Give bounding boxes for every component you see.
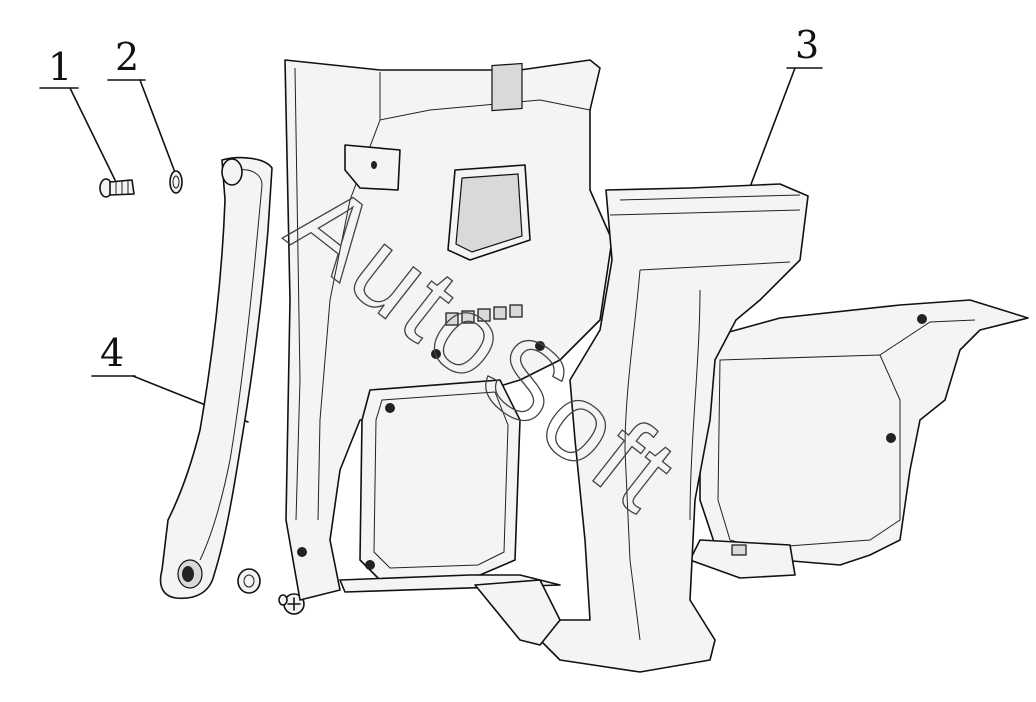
right-lower-panel	[689, 299, 1029, 579]
callout-3: 3	[732, 23, 823, 233]
washer-part	[237, 568, 261, 594]
center-pillar-trim-part	[474, 183, 809, 673]
callout-2-label: 2	[115, 35, 139, 79]
callout-3-label: 3	[795, 23, 819, 67]
callout-1-label: 1	[48, 45, 72, 89]
callout-2: 2	[107, 35, 177, 176]
main-side-panel	[284, 59, 613, 601]
side-strip-trim-part	[159, 156, 273, 600]
vent-slots	[445, 304, 523, 326]
clip-nut-part	[169, 170, 183, 194]
screw-part	[278, 593, 305, 615]
callout-4-label: 4	[100, 331, 124, 375]
callout-1: 1	[39, 45, 116, 181]
bolt-part	[99, 178, 135, 198]
